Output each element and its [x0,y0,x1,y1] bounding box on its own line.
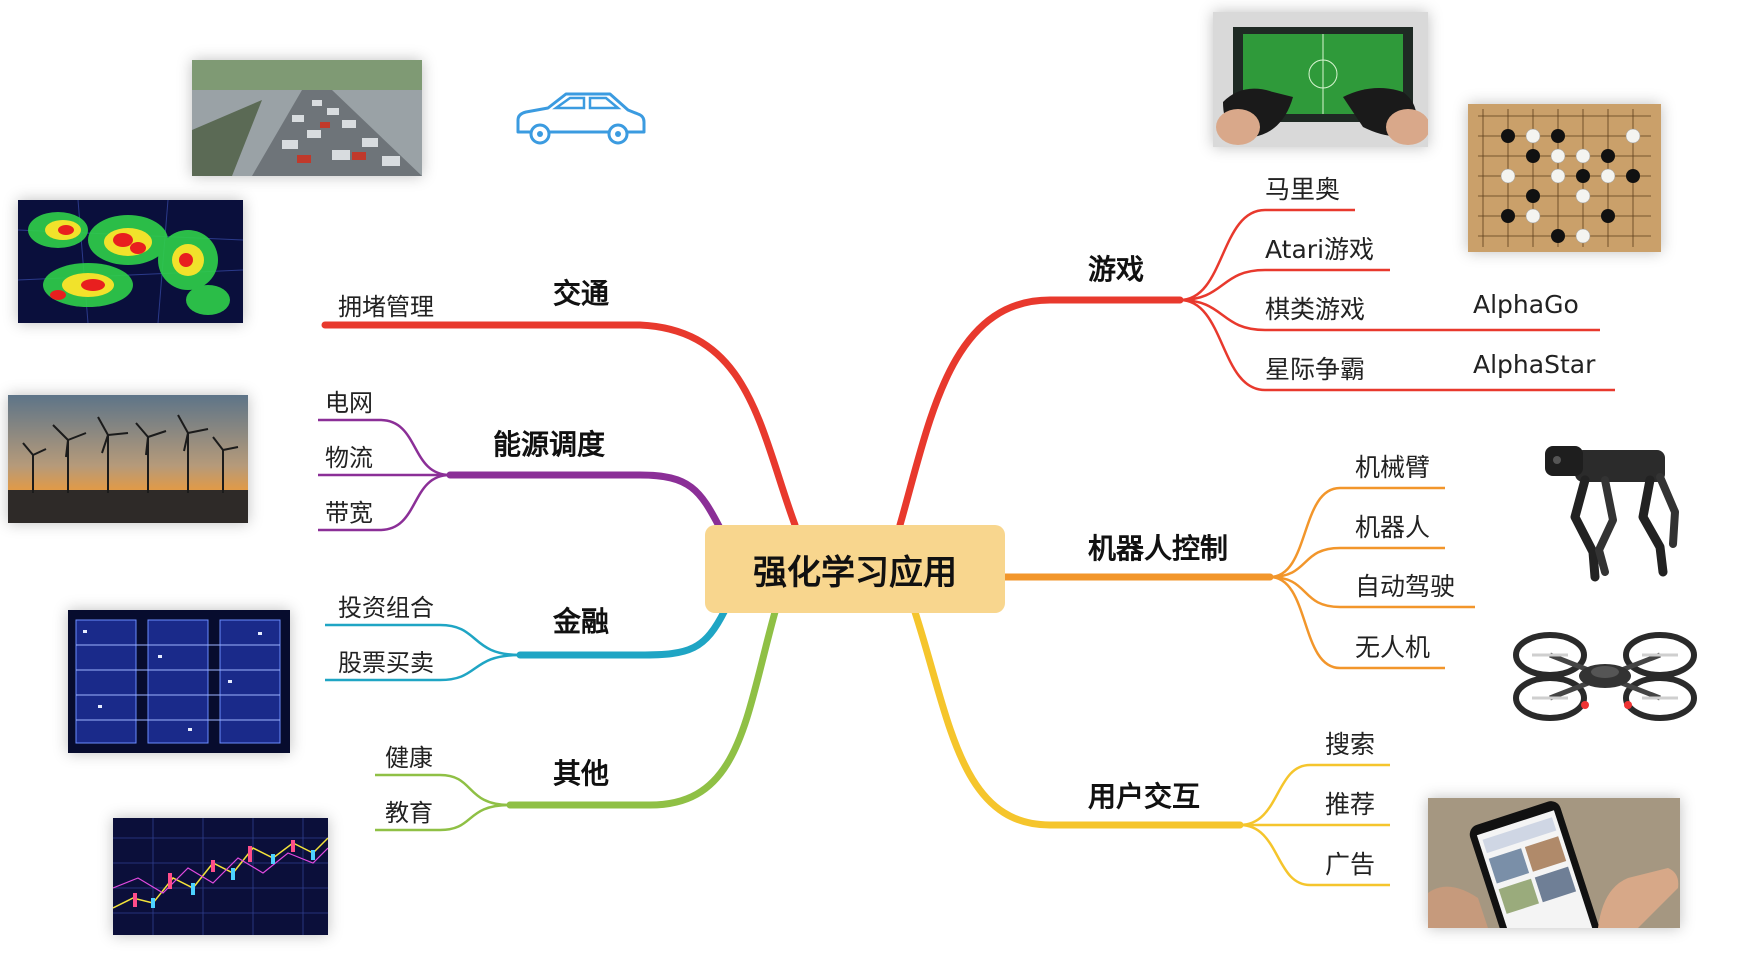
leaf-mario: 马里奥 [1265,175,1341,204]
connector-other [506,608,779,809]
leaf-line-portfolio [325,623,521,657]
connector-finance [516,606,729,659]
leaf-drone: 无人机 [1355,633,1431,662]
leaf-logistics: 物流 [325,444,373,472]
leaf-line-uav [1269,575,1445,670]
robot-dog-photo [1535,432,1685,584]
connector-interaction [911,608,1244,829]
car-icon [516,92,646,145]
leaf-line-starcraft [1179,298,1615,392]
leaf-board-games: 棋类游戏 [1265,295,1366,324]
branch-label-transport: 交通 [553,277,610,310]
branch-label-other: 其他 [553,757,610,790]
leaf-education: 教育 [385,799,433,827]
branch-label-finance: 金融 [553,605,610,638]
wind-turbines-photo [8,395,248,523]
leaf-starcraft: 星际争霸 [1265,355,1366,384]
leaf-robot: 机器人 [1355,513,1431,542]
leaf-bandwidth: 带宽 [325,499,373,527]
leaf-advertising: 广告 [1325,850,1376,879]
leaf-atari: Atari游戏 [1265,235,1375,264]
connector-energy [446,471,724,532]
smartphone-photo [1428,798,1680,928]
gaming-controller-photo [1213,12,1428,147]
traffic-heatmap-image [18,200,243,323]
leaf-recommendation: 推荐 [1325,790,1376,819]
leaf-line-robot [1269,546,1445,579]
leaf-line-grid [318,418,451,477]
traffic-jam-photo [192,60,422,176]
server-racks-photo [68,610,290,753]
stock-chart-photo [113,818,328,935]
leaf-line-atari [1179,268,1390,302]
leaf-health: 健康 [385,744,433,772]
branch-label-energy: 能源调度 [493,428,606,461]
leaf-congestion: 拥堵管理 [338,293,434,321]
go-board-photo [1468,104,1661,252]
leaf-robot-arm: 机械臂 [1355,453,1431,482]
leaf-line-ads [1239,823,1390,887]
leaf-grid: 电网 [325,389,373,417]
connector-games [896,296,1184,529]
leaf-alphastar: AlphaStar [1473,350,1596,379]
leaf-line-health [375,773,511,807]
leaf-line-stock [325,653,521,682]
leaf-autonomous-driving: 自动驾驶 [1355,572,1456,601]
leaf-stock-trading: 股票买卖 [338,649,434,677]
branch-label-interaction: 用户交互 [1088,780,1201,813]
leaf-line-arm [1269,486,1445,579]
center-topic: 强化学习应用 [705,525,1005,613]
drone-photo [1510,620,1700,730]
leaf-line-bandwidth [318,473,451,532]
leaf-alphago: AlphaGo [1473,290,1579,319]
branch-label-robotics: 机器人控制 [1088,532,1229,565]
leaf-line-board [1179,298,1600,332]
leaf-line-education [375,803,511,832]
leaf-line-autodrive [1269,575,1475,609]
leaf-portfolio: 投资组合 [338,594,434,622]
leaf-line-search [1239,763,1390,827]
connector-transport [321,321,799,529]
leaf-line-mario [1179,208,1355,302]
branch-label-games: 游戏 [1088,253,1145,286]
leaf-search: 搜索 [1325,730,1376,759]
